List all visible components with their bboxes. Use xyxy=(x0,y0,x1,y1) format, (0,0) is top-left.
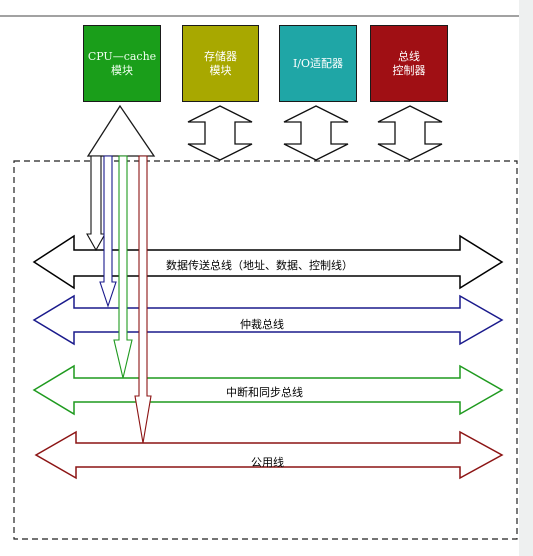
common-lines-bus-label: 公用线 xyxy=(251,456,284,469)
cpu-connector-triangle xyxy=(86,104,156,157)
bus-controller-module-line1: 总线 xyxy=(398,49,420,63)
memory-connector-arrow xyxy=(187,105,253,161)
cpu-drop-line-common xyxy=(134,155,152,444)
bus-controller-module: 总线 控制器 xyxy=(370,25,448,102)
page-edge-strip xyxy=(519,0,533,556)
io-adapter-module: I/O适配器 xyxy=(279,25,357,102)
bus-controller-module-line2: 控制器 xyxy=(392,63,426,77)
data-bus-label: 数据传送总线（地址、数据、控制线） xyxy=(166,259,353,272)
arbitration-bus-arrow xyxy=(32,294,504,346)
data-bus-arrow xyxy=(32,234,504,290)
cpu-drop-line-interrupt xyxy=(113,155,133,379)
memory-module: 存储器 模块 xyxy=(182,25,259,102)
cpu-drop-line-data xyxy=(86,155,106,252)
interrupt-sync-bus-arrow xyxy=(32,364,504,416)
cpu-cache-module-line1: CPU—cache xyxy=(87,49,157,63)
cpu-cache-module-line2: 模块 xyxy=(111,63,133,77)
cpu-drop-line-arbitration xyxy=(99,155,117,308)
arbitration-bus-label: 仲裁总线 xyxy=(240,318,284,331)
system-boundary xyxy=(13,160,518,540)
io-adapter-module-line1: I/O适配器 xyxy=(292,56,344,70)
io-connector-arrow xyxy=(283,105,349,161)
bus-controller-connector-arrow xyxy=(377,105,443,161)
cpu-cache-module: CPU—cache 模块 xyxy=(83,25,161,102)
memory-module-line2: 模块 xyxy=(209,63,232,77)
interrupt-sync-bus-label: 中断和同步总线 xyxy=(226,386,303,399)
memory-module-line1: 存储器 xyxy=(204,49,237,63)
common-lines-bus-arrow xyxy=(34,430,504,480)
